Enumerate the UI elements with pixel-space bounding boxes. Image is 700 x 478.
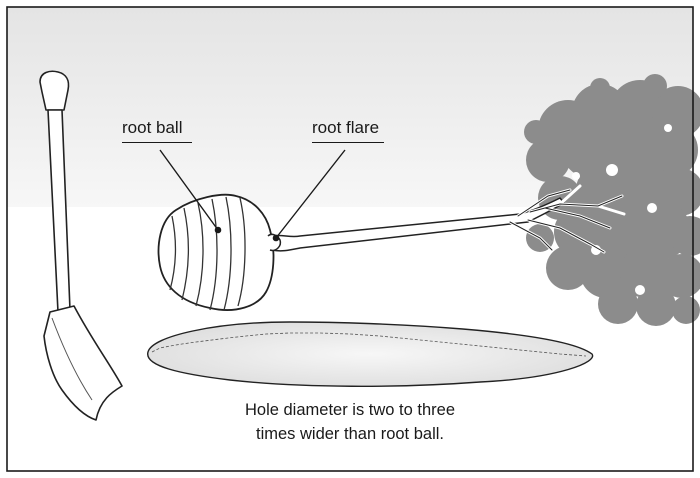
shovel-icon (39, 70, 123, 421)
root-ball-leader-dot (214, 226, 222, 234)
root-ball-label-rule (122, 142, 192, 143)
diagram-frame (6, 6, 694, 472)
root-ball-label: root ball (122, 118, 183, 137)
root-flare-label: root flare (312, 118, 380, 137)
planting-hole-icon (147, 321, 594, 387)
leader-lines (159, 149, 346, 242)
root-flare-leader-dot (272, 234, 280, 242)
root-flare-leader (275, 149, 346, 239)
root-flare-label-rule (312, 142, 384, 143)
tree-branch-outlines (509, 189, 623, 253)
root-ball (157, 193, 282, 311)
canopy-gaps (572, 124, 672, 295)
caption-line-2: times wider than root ball. (255, 425, 444, 443)
caption-line-1: Hole diameter is two to three (244, 401, 455, 419)
tree-icon (524, 74, 700, 326)
diagram-caption: Hole diameter is two to three times wide… (200, 398, 500, 446)
root-ball-leader (159, 149, 219, 231)
